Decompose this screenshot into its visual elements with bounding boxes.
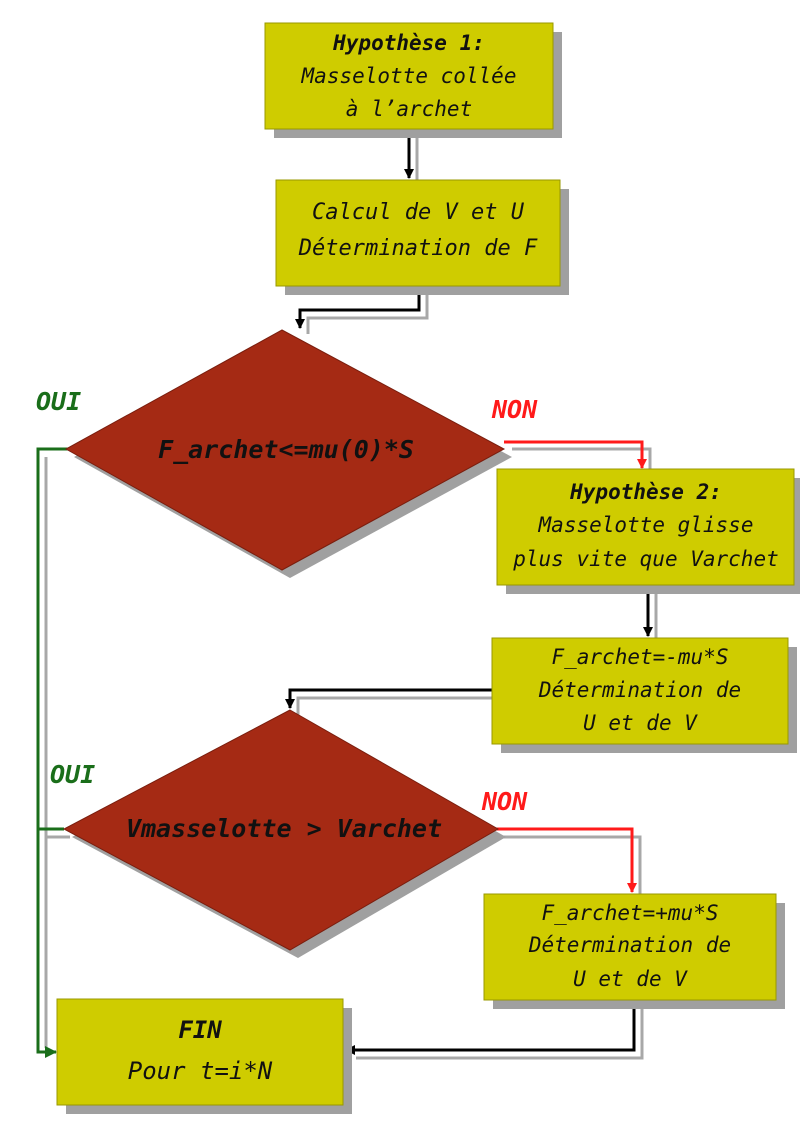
hyp2-line-2: plus vite que Varchet [512, 547, 779, 571]
calc3-line-2: Détermination de [528, 933, 731, 957]
node-fin: FIN Pour t=i*N [56, 998, 352, 1114]
arrow-calc2-to-decision2 [285, 688, 492, 709]
arrow-d1-yes-to-fin [36, 447, 68, 1058]
arrow-d1-no-to-hyp2 [504, 440, 647, 469]
calc1-line-1: Calcul de V et U [312, 200, 525, 225]
fin-line-1: Pour t=i*N [128, 1057, 273, 1085]
decision1-label: F_archet<=mu(0)*S [158, 435, 414, 464]
hyp2-title: Hypothèse 2: [569, 480, 722, 504]
hyp1-line-1: Masselotte collée [301, 64, 517, 88]
decision-1: F_archet<=mu(0)*S [64, 329, 512, 578]
hyp2-line-1: Masselotte glisse [538, 513, 754, 537]
calc3-line-3: U et de V [573, 967, 688, 991]
connectors [36, 128, 653, 1058]
calc2-line-1: F_archet=-mu*S [551, 645, 728, 669]
calc3-line-1: F_archet=+mu*S [541, 901, 718, 925]
node-hypothese-2: Hypothèse 2: Masselotte glisse plus vite… [496, 468, 800, 594]
node-hypothese-1: Hypothèse 1: Masselotte collée à l’arche… [264, 22, 562, 138]
hyp1-line-2: à l’archet [346, 97, 472, 121]
arrow-d2-no-to-calc3 [482, 827, 637, 893]
decision1-yes-label: OUI [36, 387, 81, 416]
node-calcul-1: Calcul de V et U Détermination de F [275, 179, 569, 295]
decision-2: Vmasselotte > Varchet [62, 709, 506, 958]
calc1-line-2: Détermination de F [298, 236, 538, 261]
decision2-label: Vmasselotte > Varchet [126, 814, 442, 843]
node-calcul-3: F_archet=+mu*S Détermination de U et de … [483, 893, 785, 1009]
hyp1-title: Hypothèse 1: [332, 31, 485, 55]
decision2-no-label: NON [481, 787, 528, 816]
calc2-line-2: Détermination de [538, 678, 741, 702]
calc2-line-3: U et de V [583, 711, 698, 735]
arrow-calc3-to-fin [345, 998, 636, 1055]
decision1-no-label: NON [491, 395, 538, 424]
fin-title: FIN [178, 1016, 222, 1044]
decision2-yes-label: OUI [50, 760, 95, 789]
connector-shadows [44, 134, 658, 1060]
arrow-calc1-to-decision1 [295, 282, 421, 329]
node-calcul-2: F_archet=-mu*S Détermination de U et de … [491, 637, 797, 753]
